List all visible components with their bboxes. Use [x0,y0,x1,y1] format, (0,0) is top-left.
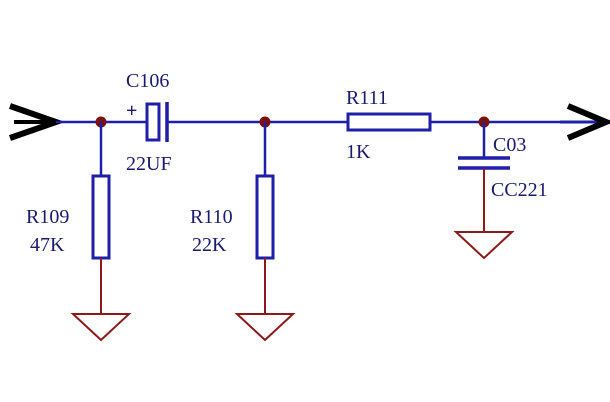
r109-value-label: 47K [30,234,65,256]
output-arrow-icon [560,103,610,141]
input-arrow-icon [9,103,66,141]
resistor-r110 [255,174,275,260]
capacitor-c03 [458,156,510,170]
r111-value-label: 1K [346,141,371,163]
r110-ref-label: R110 [190,206,233,228]
c106-polarity-label: + [126,100,137,122]
c106-ref-label: C106 [126,70,169,92]
c03-value-label: CC221 [491,179,548,201]
capacitor-c106: + [126,100,172,142]
r110-value-label: 22K [192,234,227,256]
ground-icon [70,313,132,342]
resistor-r109 [91,174,111,260]
c106-value-label: 22UF [126,153,172,175]
r111-ref-label: R111 [346,87,388,109]
r109-ref-label: R109 [26,206,69,228]
c03-ref-label: C03 [493,134,526,156]
resistor-r111 [346,112,432,132]
ground-icon [453,231,515,260]
ground-icon [234,313,296,342]
